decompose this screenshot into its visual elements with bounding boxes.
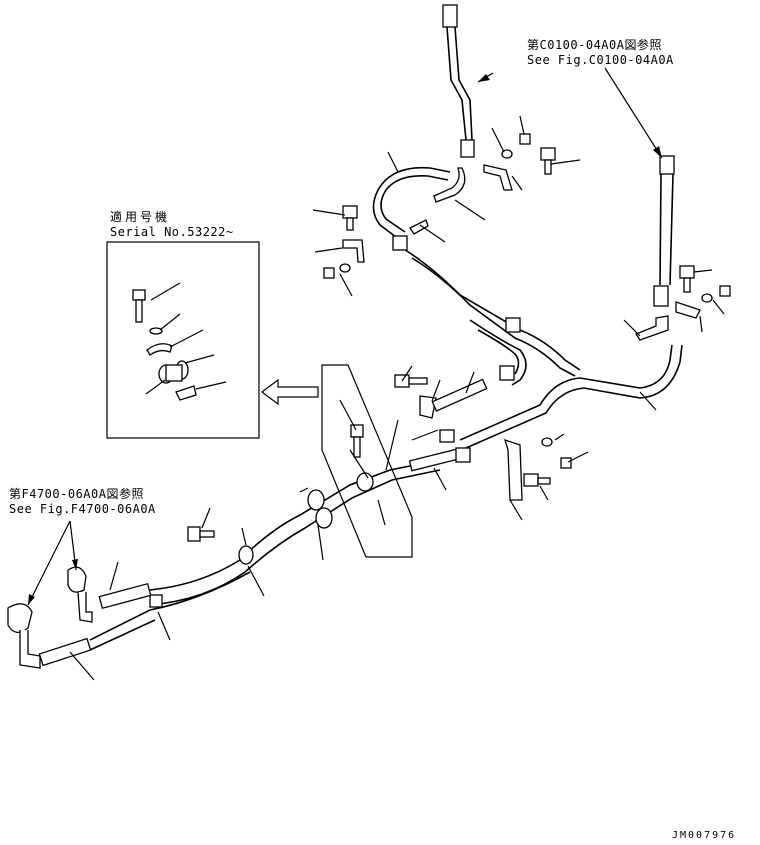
straight-hoses (408, 365, 515, 472)
detail-region (321, 364, 413, 558)
serial-box-en: Serial No.53222~ (110, 225, 234, 239)
left-hose-elbows (7, 566, 152, 669)
serial-box-jp: 適用号機 (110, 210, 171, 224)
inset-arrow (261, 378, 319, 406)
rigid-pipe-right (459, 319, 683, 449)
reference-left-en: See Fig.F4700-06A0A (9, 502, 156, 516)
brackets (342, 164, 701, 501)
lower-pipe (89, 459, 441, 651)
upper-pipe (372, 166, 581, 377)
leader-lines (27, 67, 725, 681)
reference-top-en: See Fig.C0100-04A0A (527, 53, 674, 67)
reference-left-jp: 第F4700-06A0A図参照 (9, 487, 144, 501)
drawing-code: JM007976 (672, 830, 737, 841)
clamps (149, 472, 374, 608)
top-hose-left (433, 4, 475, 203)
top-hose-right (635, 155, 675, 341)
serial-inset-box (106, 241, 260, 439)
inset-parts (132, 282, 227, 401)
reference-top-jp: 第C0100-04A0A図参照 (527, 38, 662, 52)
fasteners (187, 133, 731, 542)
